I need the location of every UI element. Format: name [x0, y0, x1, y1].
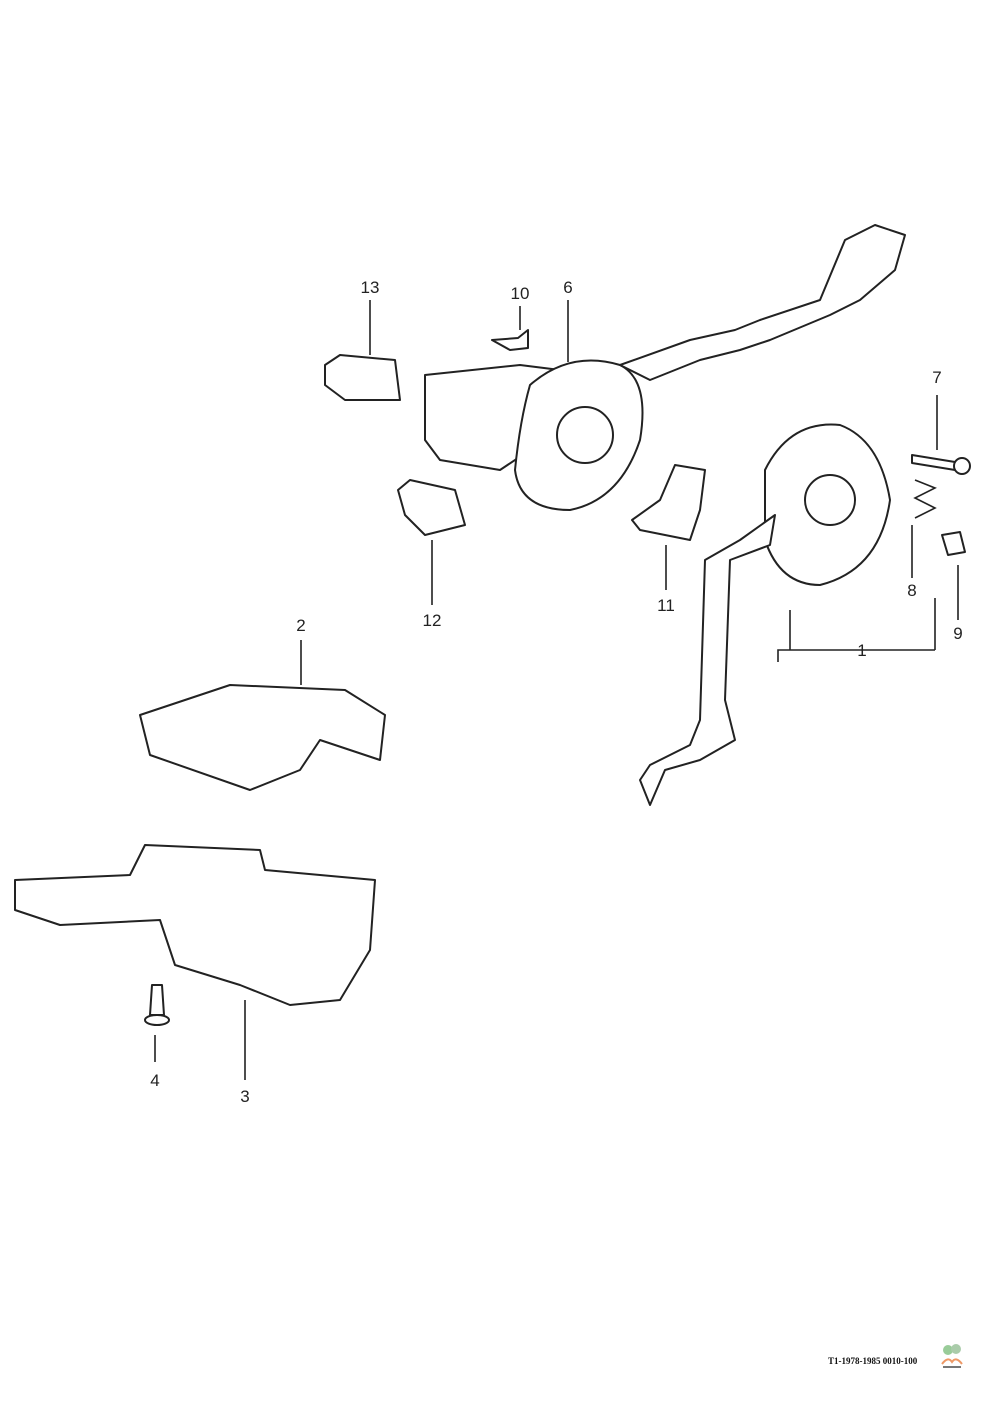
part-6-wiper-switch [424, 224, 906, 511]
part-7-screw [911, 454, 971, 475]
part-11-cover [631, 464, 706, 541]
part-10-clip [491, 329, 529, 351]
part-8-spring [913, 479, 937, 519]
callout-13: 13 [361, 278, 380, 297]
part-1-turn-signal-switch [639, 423, 891, 806]
part-13-connector [324, 354, 401, 401]
leader-lines [154, 300, 959, 1080]
part-2-upper-shroud [139, 684, 386, 791]
part-4-screw [144, 984, 170, 1026]
callout-12: 12 [423, 611, 442, 630]
callout-9: 9 [953, 624, 962, 643]
paradise-logo-icon [941, 1344, 963, 1368]
part-9-clip [941, 531, 966, 556]
callout-10: 10 [511, 284, 530, 303]
callout-11: 11 [657, 596, 675, 615]
callout-7: 7 [932, 368, 941, 387]
callout-6: 6 [563, 278, 572, 297]
callout-2: 2 [296, 616, 305, 635]
part-12-connector [397, 479, 466, 536]
callout-1: 1 [857, 641, 866, 660]
callout-3: 3 [240, 1087, 249, 1106]
diagram-code: T1-1978-1985 0010-100 [828, 1356, 918, 1366]
callout-4: 4 [150, 1071, 159, 1090]
callout-8: 8 [907, 581, 916, 600]
part-3-lower-shroud [14, 844, 376, 1006]
